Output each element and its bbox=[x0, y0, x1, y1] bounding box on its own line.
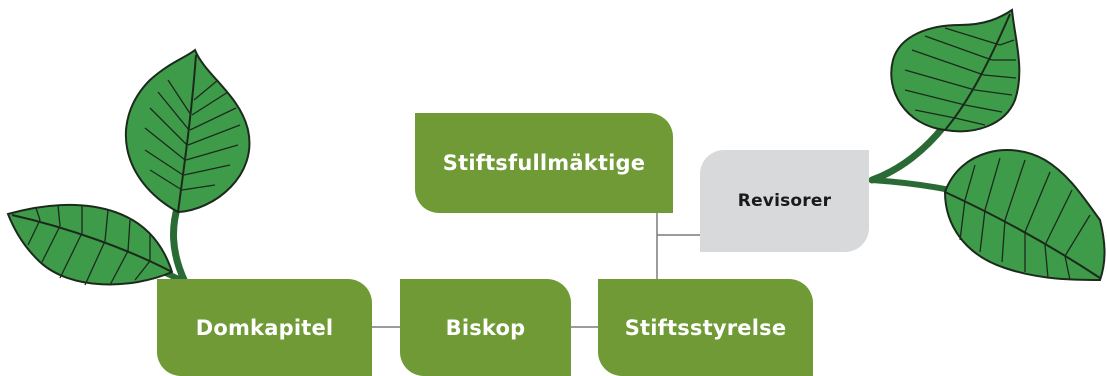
node-stiftsfullmaktige-label: Stiftsfullmäktige bbox=[442, 151, 646, 175]
node-biskop: Biskop bbox=[400, 279, 571, 376]
node-revisorer-label: Revisorer bbox=[737, 191, 832, 211]
node-revisorer: Revisorer bbox=[700, 150, 869, 252]
right-leaf-sprig-icon bbox=[868, 8, 1106, 282]
node-biskop-label: Biskop bbox=[445, 315, 526, 340]
node-domkapitel-label: Domkapitel bbox=[195, 315, 334, 340]
node-stiftsfullmaktige: Stiftsfullmäktige bbox=[415, 113, 673, 213]
node-stiftsstyrelse: Stiftsstyrelse bbox=[598, 279, 813, 376]
node-domkapitel: Domkapitel bbox=[157, 279, 372, 376]
left-leaf-sprig-icon bbox=[6, 48, 251, 286]
node-stiftsstyrelse-label: Stiftsstyrelse bbox=[624, 315, 787, 340]
